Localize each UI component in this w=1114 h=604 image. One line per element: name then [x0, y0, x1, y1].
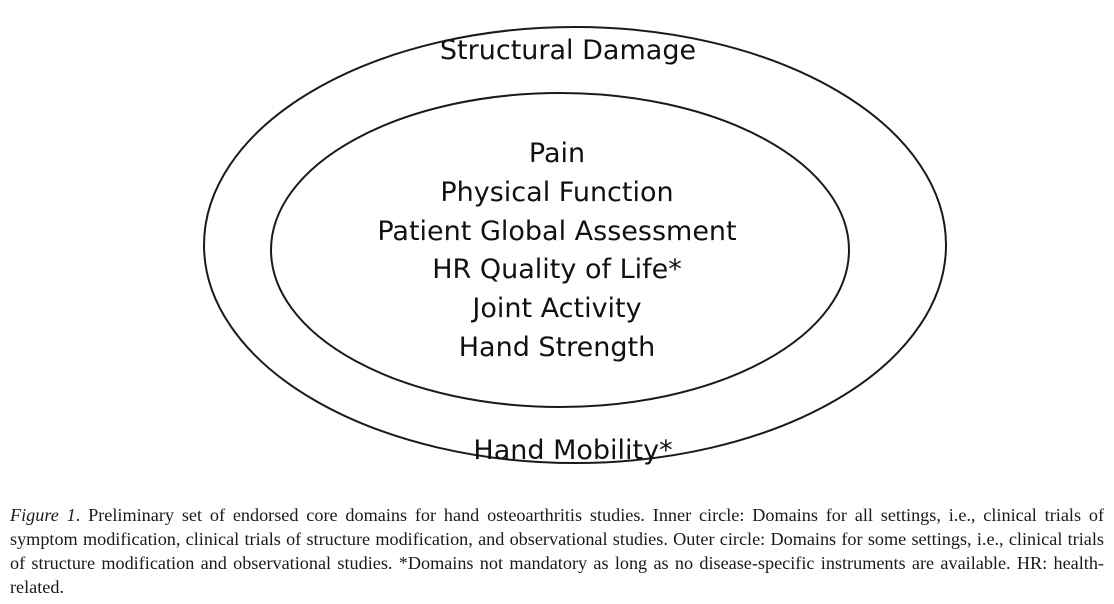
inner-circle [270, 92, 850, 408]
outer-bottom-label: Hand Mobility* [473, 435, 672, 466]
inner-item: Hand Strength [459, 332, 655, 363]
inner-item: Joint Activity [470, 293, 641, 324]
inner-item: Pain [529, 138, 585, 169]
inner-item: HR Quality of Life* [432, 254, 681, 285]
inner-item: Physical Function [440, 177, 673, 208]
figure-caption: Figure 1. Preliminary set of endorsed co… [10, 503, 1104, 599]
outer-circle [203, 26, 947, 464]
figure-label: Figure 1 [10, 505, 76, 525]
inner-item: Patient Global Assessment [377, 216, 736, 247]
caption-text: . Preliminary set of endorsed core domai… [10, 505, 1104, 597]
outer-top-label: Structural Damage [440, 35, 696, 66]
core-domains-diagram: Structural Damage Pain Physical Function… [203, 26, 947, 466]
